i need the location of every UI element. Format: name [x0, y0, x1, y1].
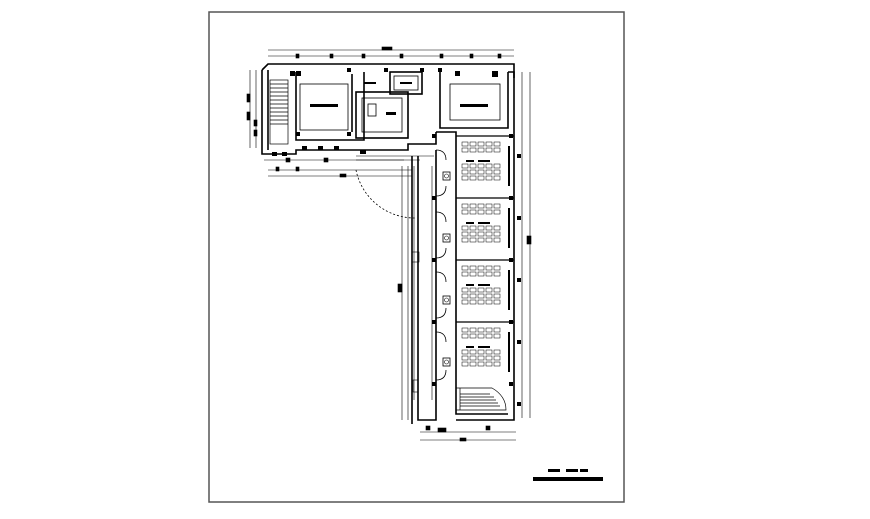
column	[517, 278, 521, 282]
classroom-4	[442, 321, 514, 372]
dimensions-north	[246, 46, 514, 178]
classrooms-group	[442, 135, 514, 372]
sheet-border	[208, 11, 625, 503]
classroom-3	[442, 259, 514, 310]
column	[432, 196, 436, 200]
columns-north	[272, 68, 498, 156]
column	[517, 154, 521, 158]
office-room	[299, 83, 349, 131]
south-stair	[456, 387, 507, 411]
dimensions-east	[397, 72, 532, 442]
column	[509, 382, 513, 386]
entrance-door-arc	[355, 169, 417, 219]
store-room	[449, 83, 501, 121]
column	[432, 320, 436, 324]
north-wing	[261, 63, 515, 155]
column	[517, 402, 521, 406]
small-room-a	[393, 75, 419, 91]
column	[509, 134, 513, 138]
title-block	[533, 469, 603, 481]
north-stair	[269, 79, 289, 145]
column	[517, 340, 521, 344]
column	[432, 258, 436, 262]
column	[432, 134, 436, 138]
toilet-room	[361, 97, 403, 133]
columns-east	[432, 134, 521, 406]
column	[432, 382, 436, 386]
column	[509, 258, 513, 262]
corridor-rails	[356, 155, 434, 400]
column	[517, 216, 521, 220]
column	[509, 196, 513, 200]
column	[509, 320, 513, 324]
classroom-2	[442, 197, 514, 248]
corridor-doors	[435, 149, 447, 381]
classroom-1	[442, 135, 514, 186]
east-wing	[411, 71, 515, 424]
